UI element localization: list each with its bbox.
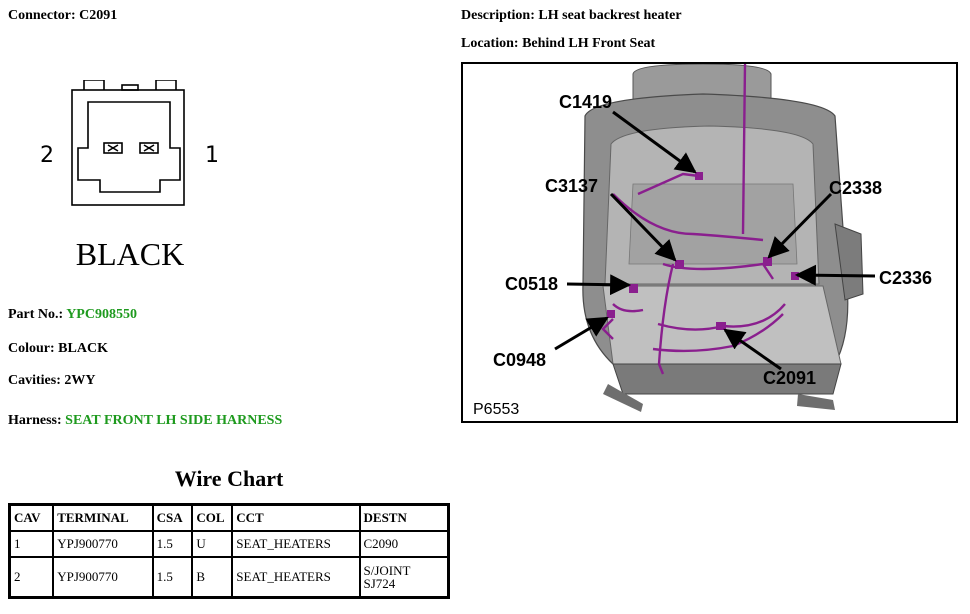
seat-foot-left bbox=[603, 384, 643, 412]
location-figure: C1419 C3137 C2338 C0518 C2336 C0948 C209… bbox=[461, 62, 958, 423]
seat-illustration: C1419 C3137 C2338 C0518 C2336 C0948 C209… bbox=[473, 64, 932, 418]
arrow-c0948 bbox=[554, 316, 609, 351]
arrow-c2091 bbox=[723, 328, 782, 371]
connector-face-drawing: 2 1 BLACK bbox=[40, 80, 219, 272]
label-c2336: C2336 bbox=[879, 268, 932, 288]
cavities-line: Cavities: 2WY bbox=[8, 373, 96, 389]
wire-chart-title: Wire Chart bbox=[174, 466, 284, 491]
header-cav: CAV bbox=[8, 503, 55, 532]
cavities-label: Cavities: bbox=[8, 373, 61, 388]
seat-foot-right bbox=[797, 394, 835, 410]
header-cct: CCT bbox=[231, 503, 361, 532]
connector-id: C2091 bbox=[79, 8, 118, 23]
center-key bbox=[121, 84, 139, 91]
description-line: Description: LH seat backrest heater bbox=[461, 8, 682, 24]
connector-color-text: BLACK bbox=[76, 236, 184, 272]
arrow-c1419 bbox=[612, 110, 697, 174]
cell-col: U bbox=[191, 530, 234, 558]
cell-terminal: YPJ900770 bbox=[52, 556, 154, 599]
cell-cav: 2 bbox=[8, 556, 55, 599]
cell-destn: C2090 bbox=[358, 530, 450, 558]
label-c2338: C2338 bbox=[829, 178, 882, 198]
cell-cct: SEAT_HEATERS bbox=[231, 556, 361, 599]
table-row: 1 YPJ900770 1.5 U SEAT_HEATERS C2090 bbox=[8, 530, 450, 558]
location-label: Location: bbox=[461, 36, 519, 51]
arrow-c3137 bbox=[609, 192, 677, 262]
label-c3137: C3137 bbox=[545, 176, 598, 196]
header-terminal: TERMINAL bbox=[52, 503, 154, 532]
terminal-1 bbox=[139, 142, 159, 154]
cell-col: B bbox=[191, 556, 234, 599]
part-number-link[interactable]: YPC908550 bbox=[66, 307, 137, 322]
figure-reference: P6553 bbox=[473, 401, 519, 418]
pin-label-2: 2 bbox=[40, 143, 54, 168]
header-csa: CSA bbox=[151, 503, 194, 532]
latch-tab-left bbox=[83, 80, 105, 90]
harness-label: Harness: bbox=[8, 413, 62, 428]
location-value: Behind LH Front Seat bbox=[522, 36, 656, 51]
description-value: LH seat backrest heater bbox=[538, 8, 682, 23]
table-row: 2 YPJ900770 1.5 B SEAT_HEATERS S/JOINT S… bbox=[8, 556, 450, 599]
connector-line: Connector: C2091 bbox=[8, 8, 117, 24]
colour-line: Colour: BLACK bbox=[8, 341, 108, 357]
cell-csa: 1.5 bbox=[151, 556, 194, 599]
label-c0518: C0518 bbox=[505, 274, 558, 294]
colour-value: BLACK bbox=[58, 341, 108, 356]
arrow-c2336 bbox=[794, 264, 876, 286]
cell-destn: S/JOINT SJ724 bbox=[358, 556, 450, 599]
connector-label: Connector: bbox=[8, 8, 76, 23]
wire-chart-table: CAV TERMINAL CSA COL CCT DESTN 1 YPJ9007… bbox=[8, 503, 450, 599]
connector-housing bbox=[71, 89, 185, 206]
label-c2091: C2091 bbox=[763, 368, 816, 388]
part-number-label: Part No.: bbox=[8, 307, 64, 322]
connector-inner-body bbox=[77, 101, 181, 193]
colour-label: Colour: bbox=[8, 341, 55, 356]
seat-base bbox=[612, 363, 842, 395]
harness-line: Harness: SEAT FRONT LH SIDE HARNESS bbox=[8, 413, 282, 429]
part-number-line: Part No.: YPC908550 bbox=[8, 307, 137, 323]
leader-arrows bbox=[554, 110, 876, 371]
pin-label-1: 1 bbox=[205, 143, 219, 168]
description-label: Description: bbox=[461, 8, 535, 23]
cell-csa: 1.5 bbox=[151, 530, 194, 558]
arrow-c2338 bbox=[767, 192, 833, 259]
label-c1419: C1419 bbox=[559, 92, 612, 112]
header-col: COL bbox=[191, 503, 234, 532]
location-line: Location: Behind LH Front Seat bbox=[461, 36, 655, 52]
arrow-c0518 bbox=[566, 274, 632, 296]
cell-cav: 1 bbox=[8, 530, 55, 558]
label-c0948: C0948 bbox=[493, 350, 546, 370]
table-header-row: CAV TERMINAL CSA COL CCT DESTN bbox=[8, 503, 450, 532]
harness-link[interactable]: SEAT FRONT LH SIDE HARNESS bbox=[65, 413, 283, 428]
header-destn: DESTN bbox=[358, 503, 450, 532]
cell-cct: SEAT_HEATERS bbox=[231, 530, 361, 558]
cell-terminal: YPJ900770 bbox=[52, 530, 154, 558]
cavities-value: 2WY bbox=[64, 373, 96, 388]
terminal-2 bbox=[103, 142, 123, 154]
latch-tab-right bbox=[155, 80, 177, 90]
